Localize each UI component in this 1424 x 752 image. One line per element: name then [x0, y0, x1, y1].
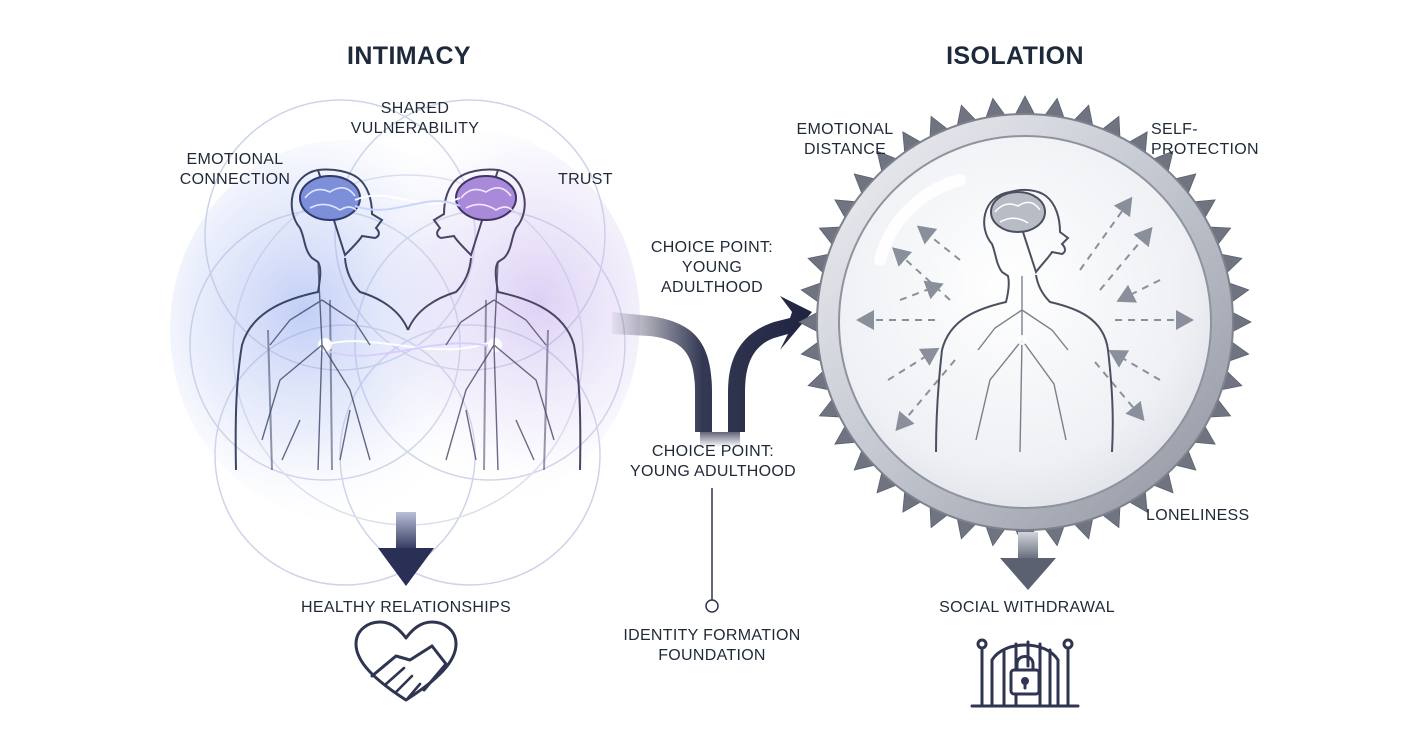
- label-emotional-distance: EMOTIONAL DISTANCE: [796, 121, 894, 158]
- intimacy-glow-violet: [300, 130, 640, 510]
- brain-right-icon: [455, 175, 517, 221]
- heart-handshake-icon: [354, 620, 458, 702]
- label-choice-point-top: CHOICE POINT: YOUNG ADULTHOOD: [650, 239, 774, 296]
- label-emotional-connection: EMOTIONAL CONNECTION: [179, 151, 291, 188]
- label-social-withdrawal: SOCIAL WITHDRAWAL: [939, 599, 1115, 616]
- repelling-arrows: [856, 196, 1194, 432]
- label-shared-vulnerability: SHARED VULNERABILITY: [350, 100, 480, 137]
- isolated-heart-glow: [1017, 335, 1027, 345]
- label-trust: TRUST: [558, 171, 613, 188]
- down-arrow-isolation: [1000, 532, 1056, 590]
- nerve-network-right: [445, 261, 555, 471]
- intimacy-title: INTIMACY: [346, 42, 472, 70]
- connection-beams: [324, 194, 496, 357]
- locked-gate-icon: [970, 638, 1080, 708]
- foundation-connector: [705, 488, 719, 613]
- label-identity-foundation: IDENTITY FORMATION FOUNDATION: [623, 627, 801, 664]
- label-choice-point-bottom: CHOICE POINT: YOUNG ADULTHOOD: [630, 443, 796, 480]
- label-self-protection: SELF- PROTECTION: [1151, 121, 1259, 158]
- isolated-person-silhouette: [935, 188, 1114, 453]
- nerve-network-left: [261, 261, 371, 471]
- label-loneliness: LONELINESS: [1146, 507, 1250, 524]
- isolation-title: ISOLATION: [946, 42, 1084, 70]
- incoming-arrows: [887, 279, 1161, 381]
- sphere-highlight: [874, 174, 966, 266]
- down-arrow-intimacy: [378, 512, 434, 586]
- label-healthy-relationships: HEALTHY RELATIONSHIPS: [301, 599, 511, 616]
- choice-point-arrow: [612, 296, 812, 447]
- brain-isolated-icon: [990, 191, 1046, 233]
